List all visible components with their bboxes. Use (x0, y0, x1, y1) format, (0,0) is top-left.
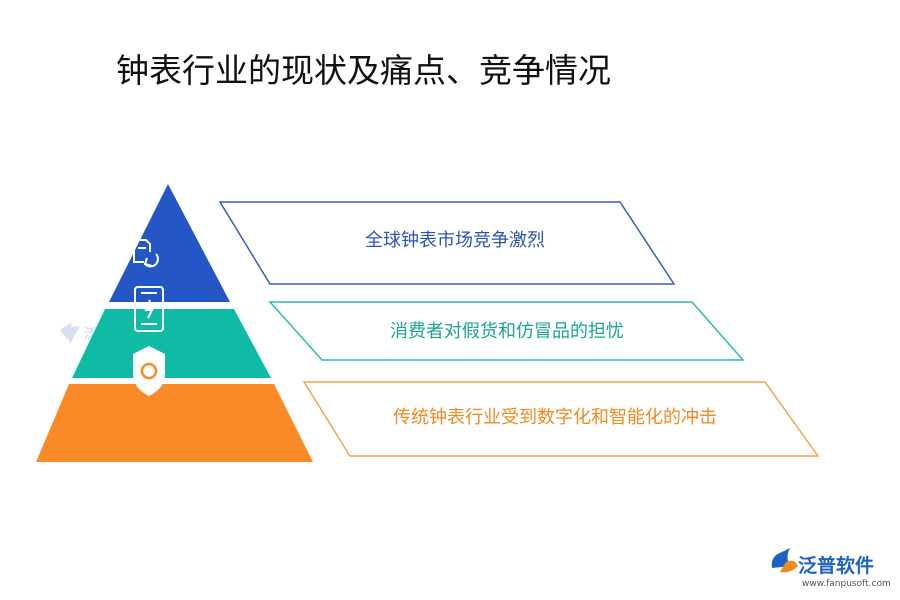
brand-url: www.fanpusoft.com (802, 579, 891, 589)
pyramid-tier-bottom (36, 384, 313, 462)
brand-name: 泛普软件 (798, 554, 874, 577)
watermark-logo-icon (60, 322, 80, 344)
mobile-phone-icon (134, 286, 164, 332)
page-title: 钟表行业的现状及痛点、竞争情况 (116, 51, 611, 90)
pyramid-tier-top (109, 184, 230, 302)
label-box-bottom (302, 381, 820, 457)
label-middle-text: 消费者对假货和仿冒品的担忧 (390, 321, 624, 342)
label-box-middle (268, 301, 745, 361)
pyramid-tier-middle (72, 309, 271, 378)
brand-logo: 泛普软件 www.fanpusoft.com (771, 548, 891, 589)
label-box-top (218, 201, 676, 285)
document-refresh-icon (133, 239, 159, 268)
label-top-text: 全球钟表市场竞争激烈 (365, 230, 545, 251)
brand-logo-accent (780, 560, 798, 573)
shield-icon (133, 346, 165, 396)
label-bottom-text: 传统钟表行业受到数字化和智能化的冲击 (393, 407, 717, 428)
